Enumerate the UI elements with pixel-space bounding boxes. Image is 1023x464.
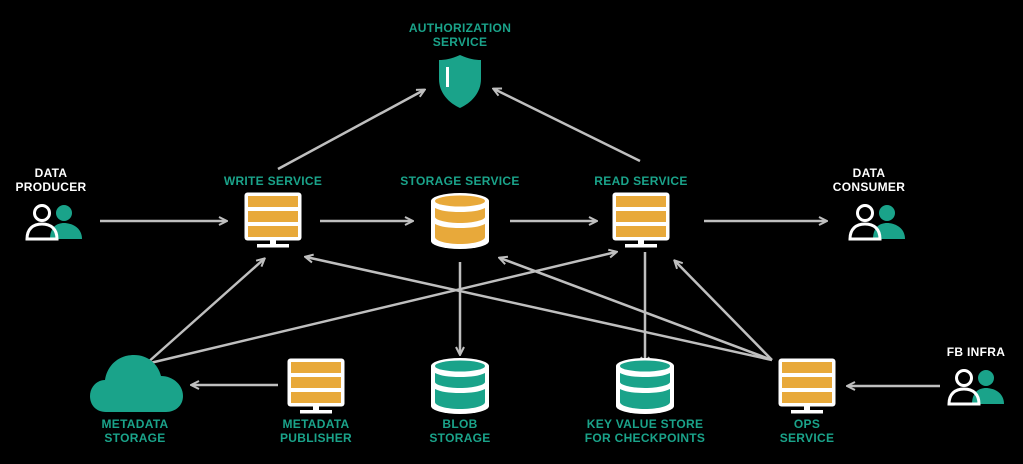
shield-icon (439, 55, 481, 108)
database-icon (431, 358, 489, 414)
metadata-storage-label: METADATA STORAGE (101, 417, 169, 445)
authorization-service-label: AUTHORIZATION SERVICE (408, 21, 512, 49)
write-service-label: WRITE SERVICE (223, 174, 323, 188)
users-icon (947, 369, 1004, 406)
storage-service-label: STORAGE SERVICE (400, 174, 520, 188)
database-icon (616, 358, 674, 414)
server-icon (287, 358, 345, 414)
data-producer-label: DATA PRODUCER (15, 166, 87, 194)
arrow-read-to-auth (494, 89, 641, 163)
fb-infra-label: FB INFRA (946, 345, 1006, 359)
kv-store-label: KEY VALUE STORE FOR CHECKPOINTS (584, 417, 706, 445)
arrow-ops-to-write (306, 257, 773, 362)
arrow-ops-to-read (675, 261, 773, 361)
data-consumer-label: DATA CONSUMER (832, 166, 906, 194)
arrow-ops-to-storage (500, 258, 773, 362)
read-service-label: READ SERVICE (594, 174, 688, 188)
users-icon (848, 204, 905, 241)
metadata-publisher-label: METADATA PUBLISHER (279, 417, 353, 445)
blob-storage-label: BLOB STORAGE (429, 417, 491, 445)
database-icon (431, 193, 489, 249)
cloud-icon (90, 355, 183, 412)
server-icon (244, 192, 302, 248)
users-icon (25, 204, 82, 241)
server-icon (778, 358, 836, 414)
arrow-write-to-auth (277, 90, 424, 171)
ops-service-label: OPS SERVICE (779, 417, 835, 445)
arrow-cloud-to-write (145, 259, 264, 365)
server-icon (612, 192, 670, 248)
arrow-cloud-to-read (145, 252, 616, 366)
